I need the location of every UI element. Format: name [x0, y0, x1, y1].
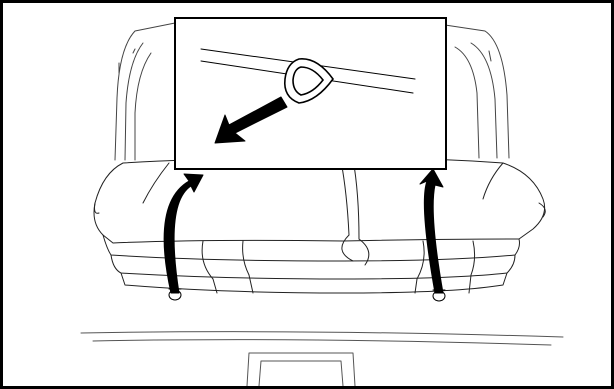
detail-inset: [175, 18, 446, 169]
seat-illustration: [3, 3, 611, 386]
floor-trim: [81, 332, 563, 386]
lift-arrow-left: [164, 174, 203, 293]
lift-arrow-right: [420, 169, 443, 293]
seat-cushion: [94, 159, 545, 294]
